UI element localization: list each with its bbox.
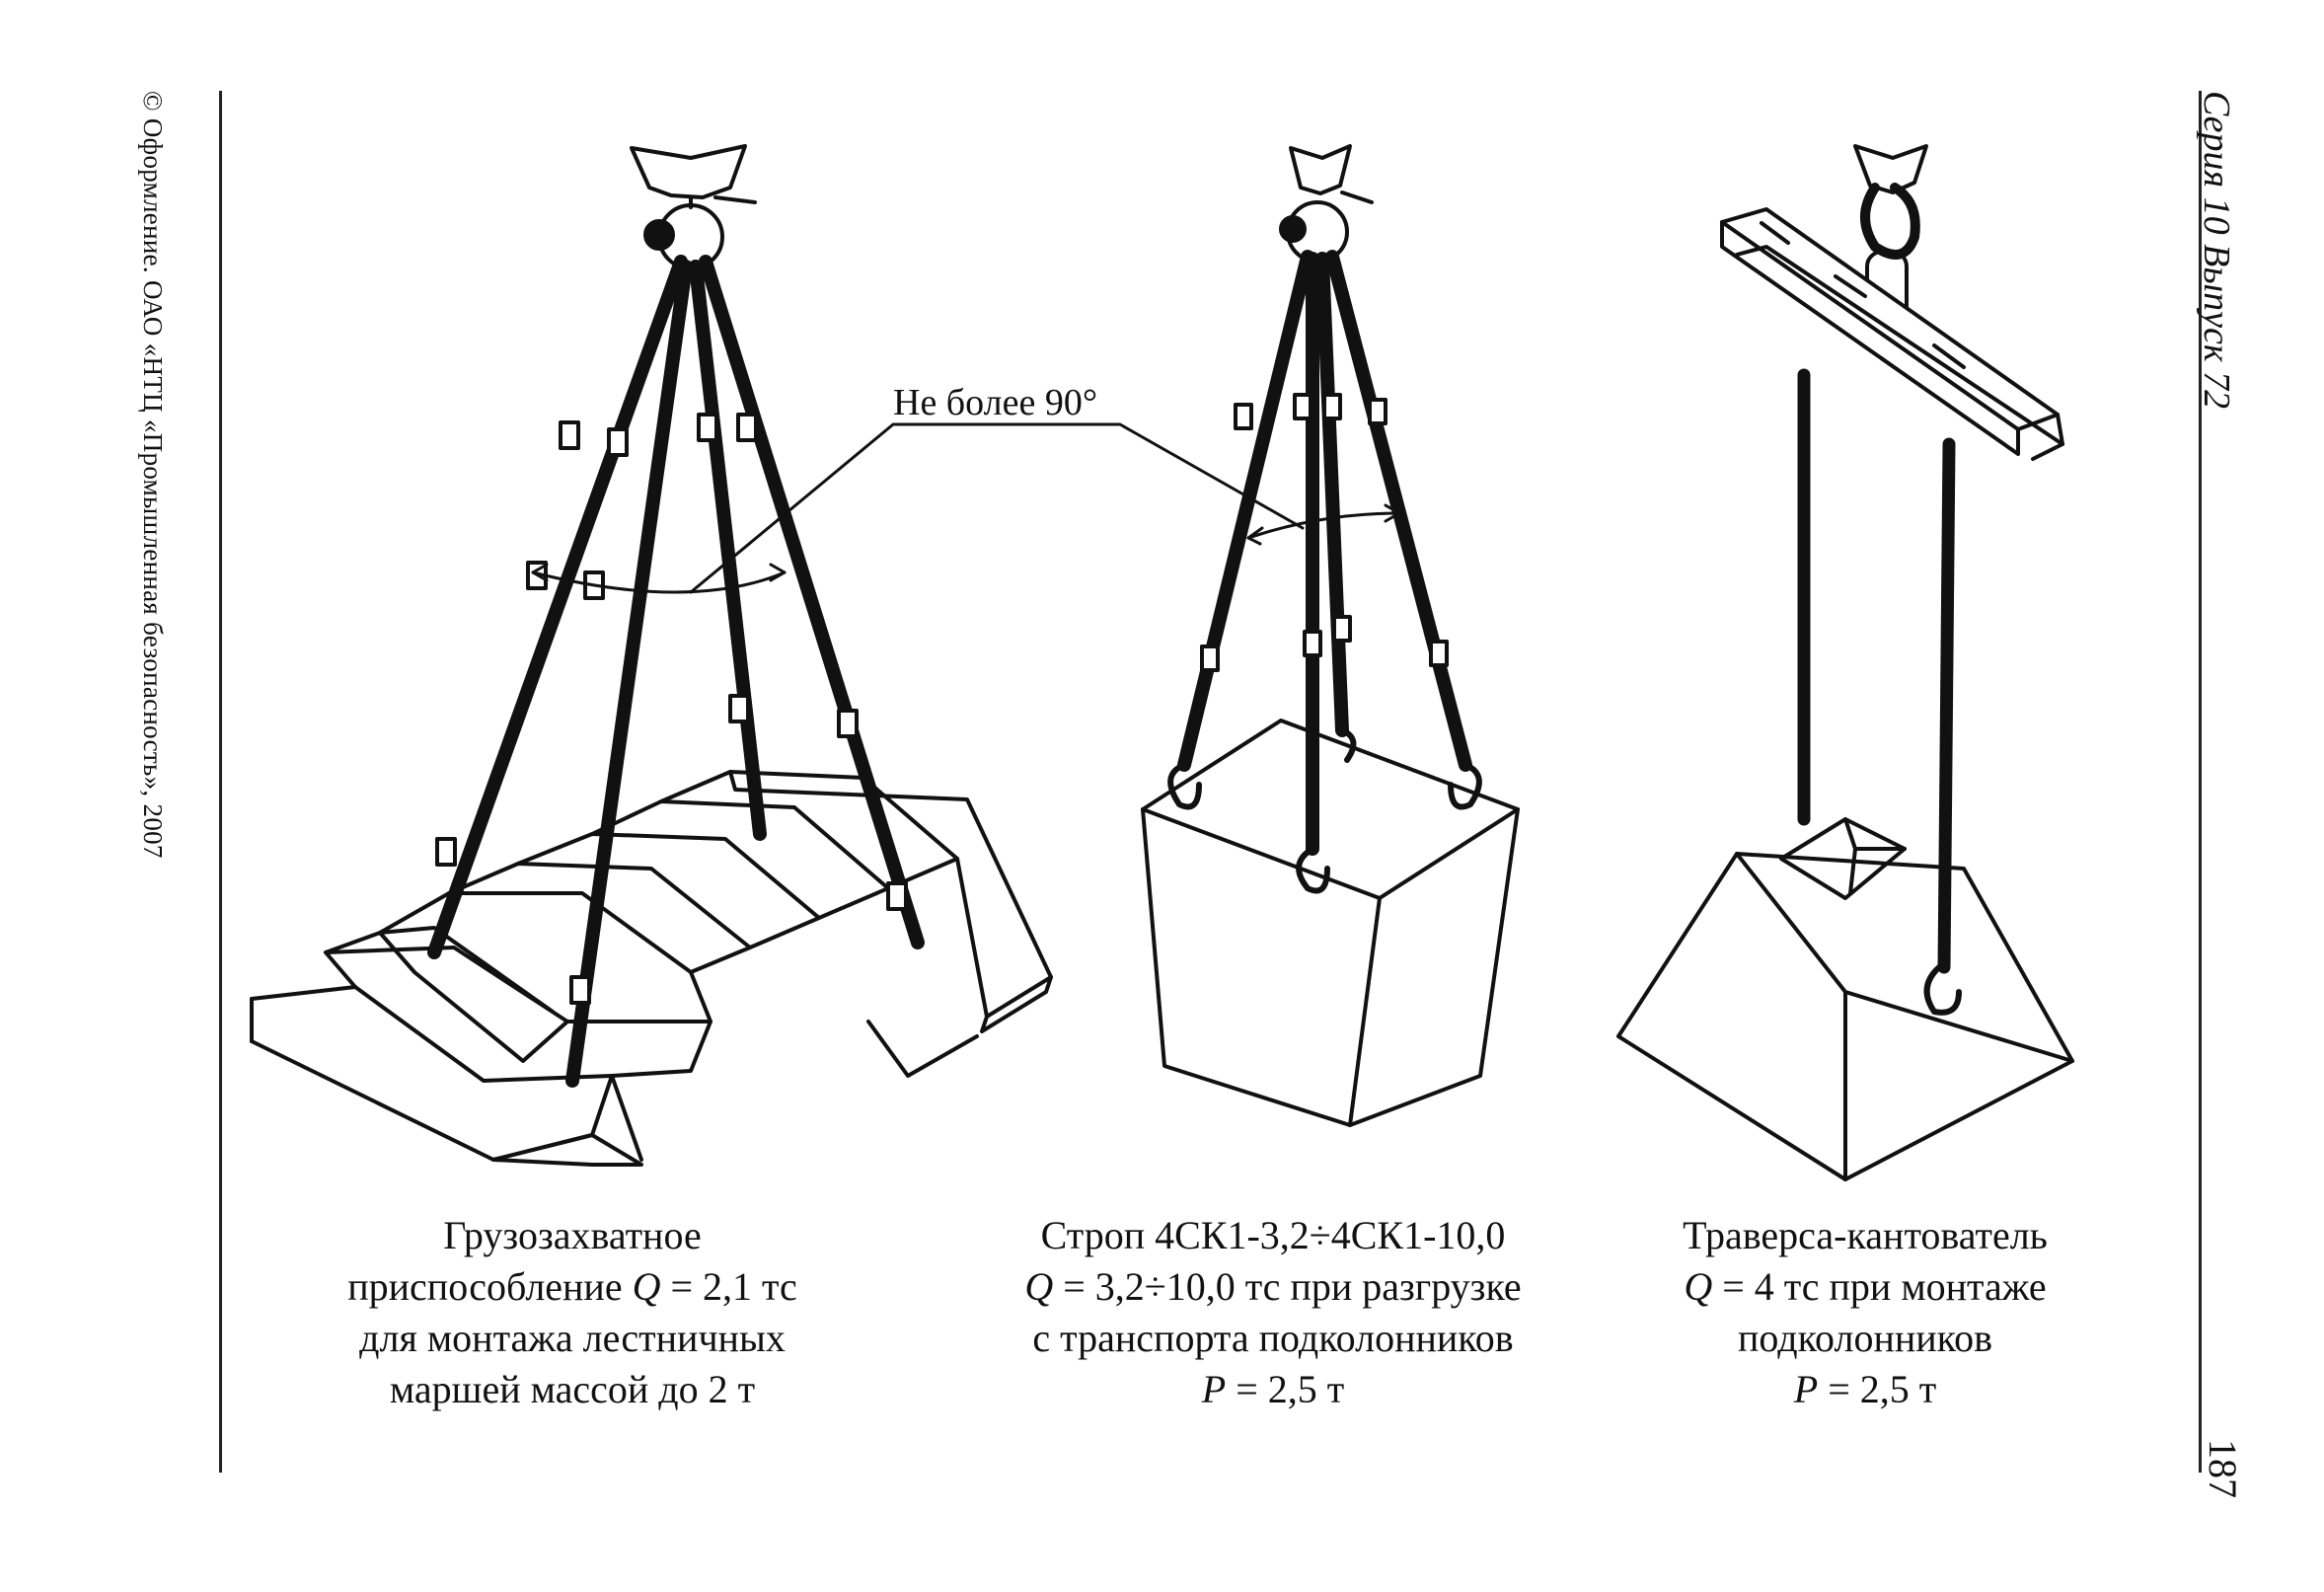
sling-leg-1 (1177, 250, 1314, 772)
angle-arc-left (531, 570, 787, 594)
left-margin-rule (219, 91, 222, 1473)
caption-traverse-tilter: Траверса-кантователь Q = 4 тс при монтаж… (1618, 1210, 2112, 1415)
caption-line: Q = 3,2÷10,0 тс при разгрузке (1024, 1264, 1522, 1309)
caption-stair-device: Грузозахватное приспособление Q = 2,1 тс… (257, 1210, 888, 1415)
caption-line: приспособление Q = 2,1 тс (347, 1264, 797, 1309)
angle-annotation (531, 422, 1401, 594)
right-margin-rule (2199, 91, 2202, 1473)
sling-leg-4 (1325, 250, 1472, 772)
traverse-beam (1720, 207, 2060, 431)
caption-line: P = 2,5 т (1201, 1367, 1345, 1411)
caption-line: подколонников (1738, 1316, 1992, 1360)
angle-label: Не более 90° (893, 382, 1097, 423)
crane-hook-left (630, 144, 747, 199)
leader-line (689, 422, 1305, 594)
chain-leg-2 (565, 260, 693, 1088)
angle-arc-middle (1246, 511, 1401, 540)
chain-leg-4 (699, 255, 925, 949)
stair-lifting-device (250, 144, 1053, 1167)
four-leg-sling (1141, 144, 1520, 1127)
caption-line: для монтажа лестничных (359, 1316, 786, 1360)
caption-line: маршей массой до 2 т (389, 1367, 756, 1411)
chain-leg-1 (427, 255, 688, 959)
caption-line: Грузозахватное (443, 1213, 702, 1257)
crane-hook-middle (1289, 144, 1352, 195)
caption-line: Траверса-кантователь (1683, 1213, 2048, 1257)
caption-line: Строп 4СК1-3,2÷4СК1-10,0 (1040, 1213, 1506, 1257)
traverse-tilter (1616, 144, 2074, 1181)
crane-hook-right (1853, 144, 1928, 194)
caption-line: Q = 4 тс при монтаже (1684, 1264, 2047, 1309)
caption-line: P = 2,5 т (1793, 1367, 1937, 1411)
rope-2 (1937, 437, 1956, 974)
stair-flight (250, 985, 614, 1162)
caption-four-leg-sling: Строп 4СК1-3,2÷4СК1-10,0 Q = 3,2÷10,0 тс… (888, 1210, 1658, 1415)
caption-line: с транспорта подколонников (1032, 1316, 1514, 1360)
sling-leg-3 (1315, 252, 1349, 737)
chain-leg-3 (689, 260, 767, 841)
